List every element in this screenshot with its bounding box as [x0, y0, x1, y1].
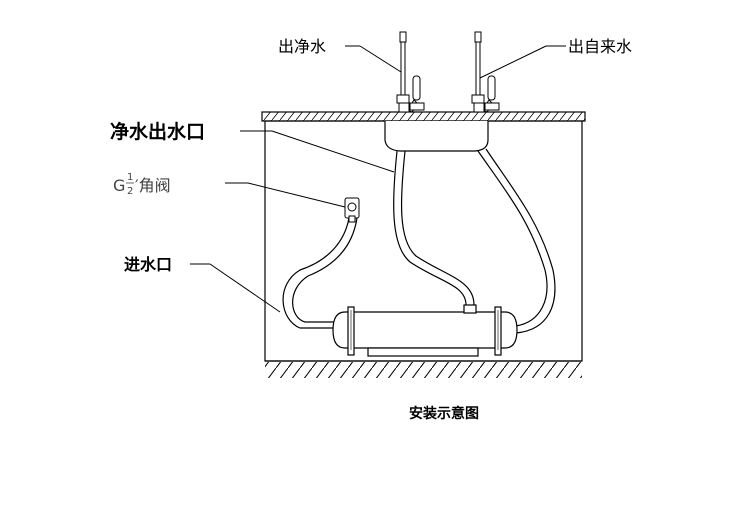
- floor: [265, 360, 582, 378]
- tap-outlet-label: 出自来水: [568, 37, 632, 56]
- purified-outlet-label: 净水出水口: [110, 120, 205, 143]
- tap-faucet: [471, 31, 500, 113]
- angle-valve-numerator: 1: [127, 172, 133, 183]
- water-tubes: [282, 148, 556, 334]
- angle-valve-suffix: ′角阀: [135, 176, 171, 195]
- leader-lines: [190, 45, 566, 313]
- angle-valve-denominator: 2: [127, 186, 133, 197]
- inlet-label: 进水口: [124, 255, 172, 274]
- diagram-caption: 安装示意图: [409, 405, 479, 422]
- countertop: [261, 111, 586, 122]
- filtered-outlet-label: 出净水: [278, 37, 326, 56]
- filter-cartridge: [332, 304, 518, 357]
- sink-basin: [384, 121, 489, 152]
- angle-valve-prefix: G: [113, 176, 125, 195]
- angle-valve-label: G 1 2 ′角阀: [113, 172, 171, 197]
- angle-valve: [344, 197, 360, 223]
- filtered-faucet: [396, 31, 425, 113]
